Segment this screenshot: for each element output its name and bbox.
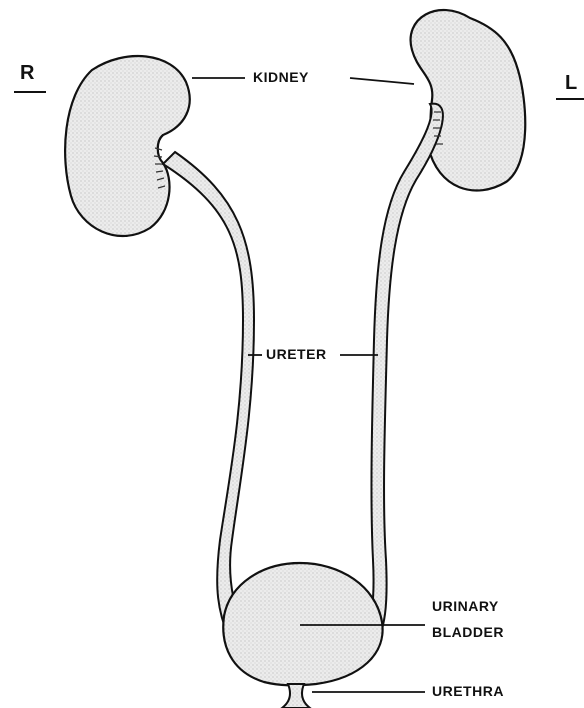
right-ureter	[163, 152, 254, 654]
kidney-leader-left	[350, 78, 414, 84]
left-side-underline	[556, 98, 584, 100]
right-side-marker: R	[20, 62, 35, 85]
kidney-label: KIDNEY	[253, 69, 309, 85]
left-side-marker: L	[565, 72, 578, 95]
urethra	[282, 684, 310, 708]
right-kidney	[65, 56, 190, 236]
left-kidney	[411, 10, 526, 190]
right-side-underline	[14, 91, 46, 93]
bladder-label-line1: URINARY	[432, 598, 499, 614]
bladder-label-line2: BLADDER	[432, 624, 504, 640]
left-ureter	[360, 104, 443, 656]
urethra-label: URETHRA	[432, 683, 504, 699]
ureter-label: URETER	[266, 346, 327, 362]
